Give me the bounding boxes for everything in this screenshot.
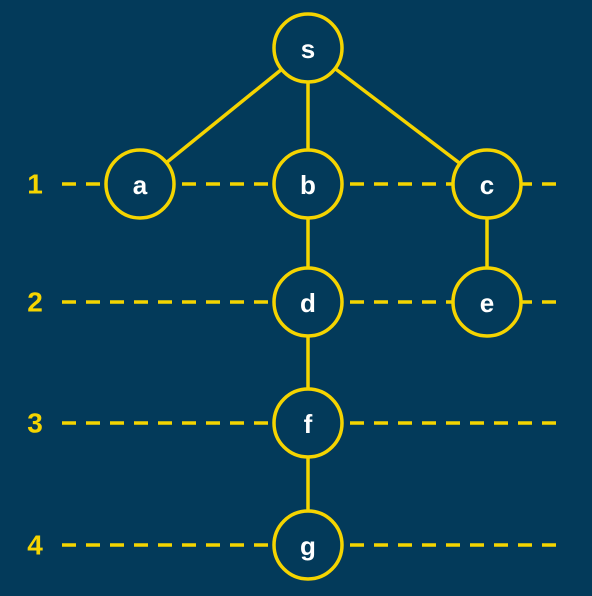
node-d: d bbox=[272, 266, 344, 338]
node-s-label: s bbox=[301, 34, 315, 64]
level-1-label: 1 bbox=[27, 169, 43, 200]
node-a: a bbox=[104, 148, 176, 220]
node-g: g bbox=[272, 509, 344, 581]
level-3-label: 3 bbox=[27, 408, 43, 439]
node-b: b bbox=[272, 148, 344, 220]
tree-nodes: s a b c d e f g bbox=[104, 12, 523, 581]
node-g-label: g bbox=[300, 531, 316, 561]
level-4-label: 4 bbox=[27, 530, 43, 561]
edge-s-a bbox=[138, 46, 310, 186]
level-2-label: 2 bbox=[27, 287, 43, 318]
node-g-circle bbox=[272, 509, 344, 581]
node-e-circle bbox=[451, 266, 523, 338]
edge-s-c bbox=[306, 46, 489, 186]
node-b-label: b bbox=[300, 170, 316, 200]
node-e-label: e bbox=[480, 288, 494, 318]
node-f-label: f bbox=[304, 409, 313, 439]
node-d-circle bbox=[272, 266, 344, 338]
node-a-label: a bbox=[133, 170, 148, 200]
node-s: s bbox=[272, 12, 344, 84]
node-d-label: d bbox=[300, 288, 316, 318]
node-a-circle bbox=[104, 148, 176, 220]
node-f: f bbox=[272, 387, 344, 459]
node-c: c bbox=[451, 148, 523, 220]
node-c-circle bbox=[451, 148, 523, 220]
node-e: e bbox=[451, 266, 523, 338]
level-labels: 1 2 3 4 bbox=[27, 169, 43, 561]
node-b-circle bbox=[272, 148, 344, 220]
node-s-circle bbox=[272, 12, 344, 84]
node-f-circle bbox=[272, 387, 344, 459]
node-c-label: c bbox=[480, 170, 494, 200]
